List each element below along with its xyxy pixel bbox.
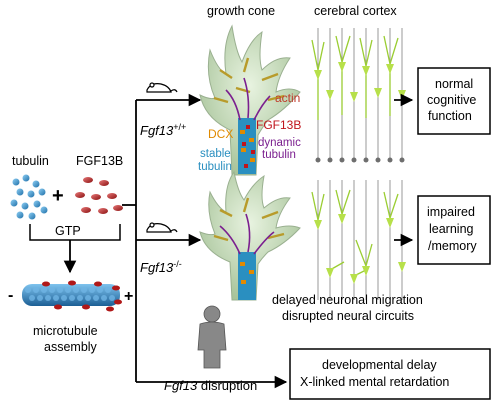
human-icon: [197, 305, 227, 369]
human-disruption-label: Fgf13 disruption: [164, 378, 257, 393]
fgf13b-label-left: FGF13B: [76, 154, 123, 168]
plus-end-label: +: [124, 288, 133, 305]
tubulin-label: tubulin: [12, 154, 49, 168]
branch-lines: [122, 93, 288, 389]
fgf13b-label-cone: FGF13B: [256, 118, 301, 132]
disrupted-circuits-label: disrupted neural circuits: [282, 309, 414, 323]
cortex-knockout: [311, 180, 406, 300]
tubulin-dimers: [10, 174, 48, 220]
growth-cone-header: growth cone: [207, 4, 275, 18]
impaired-learning-box: [417, 195, 491, 265]
developmental-delay-line2: X-linked mental retardation: [300, 375, 449, 389]
cortex-wildtype: [311, 28, 406, 163]
growth-cone-wildtype: [199, 24, 301, 176]
growth-cone-knockout: [199, 170, 301, 301]
mouse-icon: [146, 82, 178, 93]
stable-tubulin-label-2: tubulin: [198, 161, 232, 173]
ko-genotype-label: Fgf13-/-: [140, 259, 182, 275]
assembly-label-2: assembly: [44, 340, 98, 354]
stable-tubulin-label-1: stable: [200, 148, 231, 160]
gtp-label: GTP: [55, 224, 81, 238]
assembly-label-1: microtubule: [33, 324, 98, 338]
cerebral-cortex-header: cerebral cortex: [314, 4, 397, 18]
fgf13b-molecules: [75, 177, 123, 214]
gtp-bracket: [29, 224, 121, 241]
minus-end-label: -: [8, 287, 13, 304]
dcx-label: DCX: [208, 127, 233, 141]
mouse-icon: [146, 222, 178, 233]
normal-function-line1: normal: [435, 77, 473, 91]
actin-label: actin: [275, 91, 300, 105]
impaired-line3: /memory: [428, 239, 477, 253]
normal-function-box: [417, 67, 491, 135]
wt-genotype-label: Fgf13+/+: [140, 122, 186, 138]
delayed-migration-label: delayed neuronal migration: [272, 293, 423, 307]
developmental-delay-line1: developmental delay: [322, 358, 437, 372]
dynamic-tubulin-label-1: dynamic: [258, 137, 301, 149]
normal-function-line2: cognitive: [427, 93, 476, 107]
impaired-line2: learning: [429, 222, 474, 236]
plus-sign: +: [52, 185, 64, 207]
developmental-delay-box: [289, 348, 491, 400]
dynamic-tubulin-label-2: tubulin: [262, 149, 296, 161]
impaired-line1: impaired: [427, 205, 475, 219]
normal-function-line3: function: [428, 109, 472, 123]
microtubule: [22, 280, 122, 312]
